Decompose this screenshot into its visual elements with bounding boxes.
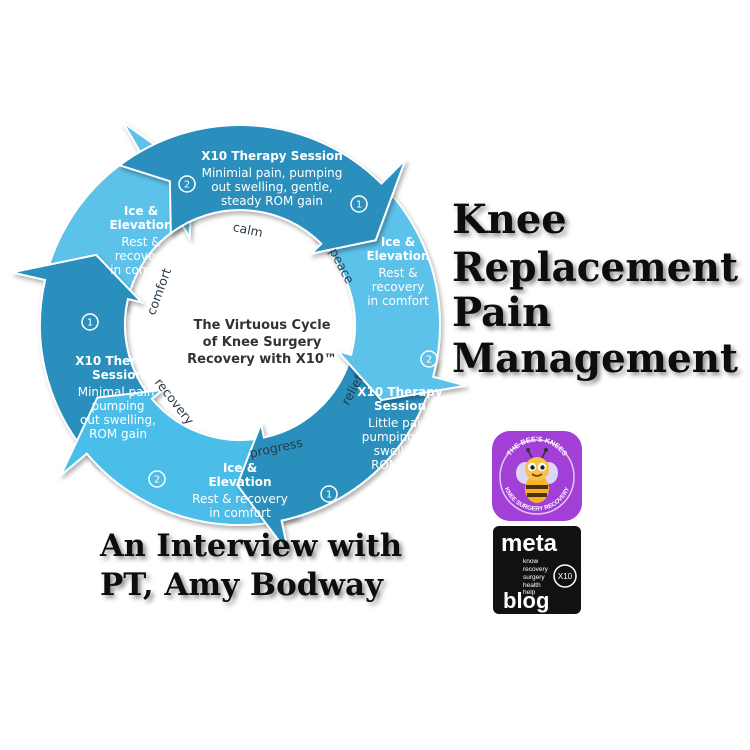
cycle-arrow-segment [117, 124, 407, 256]
step-badge-number: 1 [356, 200, 362, 211]
headline-line-4: Management [452, 335, 739, 382]
segment-body-line: recovery [115, 249, 168, 263]
meta-small-word-1: know [523, 558, 538, 565]
step-badge-icon [420, 350, 438, 368]
meta-small-word-5: help [523, 589, 536, 596]
cycle-arrow-segment [59, 388, 301, 527]
segment-title-line: Session [374, 399, 426, 413]
step-badge-icon [350, 195, 368, 213]
segment-title-line: X10 Therapy [75, 354, 161, 368]
segment-body-line: Rest & recovery [192, 492, 288, 506]
cycle-center-title: The Virtuous Cycle of Knee Surgery Recov… [187, 318, 337, 367]
segment-body-line: recovery [372, 280, 425, 294]
segment-body-line: Minimial pain, pumping [202, 166, 343, 180]
segment-body-line: ROM gain [371, 458, 429, 472]
interview-line-2: PT, Amy Bodway [100, 567, 384, 603]
center-title-line-3: Recovery with X10™ [187, 352, 337, 367]
step-badge-number: 2 [426, 355, 432, 366]
segment-body-line: in comfort [367, 294, 429, 308]
cycle-arrow-segment [11, 253, 161, 469]
meta-small-word-3: surgery [523, 574, 545, 581]
interview-caption: An Interview with PT, Amy Bodway [99, 528, 402, 603]
headline-line-2: Replacement [452, 244, 738, 291]
meta-word: meta [501, 530, 558, 557]
headline: Knee Replacement Pain Management [452, 196, 739, 382]
segment-title-line: X10 Therapy Session [201, 149, 343, 163]
bees-knees-app-icon[interactable]: THE BEE'S KNEES KNEE SURGERY RECOVERY [492, 431, 582, 521]
headline-line-3: Pain [452, 289, 551, 336]
segment-body-line: out swelling, gentle, [211, 180, 333, 194]
segment-body-line: steady ROM gain [221, 194, 323, 208]
meta-blog-logo[interactable]: meta know recovery surgery health help X… [493, 526, 581, 614]
ring-word-calm: calm [232, 219, 265, 240]
center-title-line-2: of Knee Surgery [203, 335, 322, 350]
segment-body-line: ROM gain [89, 427, 147, 441]
segment-body-line: Rest & [378, 266, 417, 280]
segment-title-line: Ice & [124, 204, 158, 218]
blog-word: blog [503, 588, 549, 613]
interview-line-1: An Interview with [99, 528, 402, 564]
step-badge-number: 1 [326, 490, 332, 501]
segment-body-line: Rest & [121, 235, 160, 249]
meta-small-word-2: recovery [523, 566, 549, 573]
segment-title-line: Elevation [109, 218, 172, 232]
segment-body-line: swelling, [374, 444, 427, 458]
segment-title-line: Elevation [208, 475, 271, 489]
step-badge-number: 1 [87, 318, 93, 329]
center-title-line-1: The Virtuous Cycle [193, 318, 330, 333]
segment-body-line: Minimal pain, [78, 385, 159, 399]
segment-title-line: Ice & [223, 461, 257, 475]
segment-body-line: in comfort [110, 263, 172, 277]
step-badge-number: 2 [184, 180, 190, 191]
bee-mascot-icon [516, 448, 558, 503]
step-badge-icon [178, 175, 196, 193]
step-badge-icon [148, 470, 166, 488]
segment-body-line: pumping [91, 399, 144, 413]
segment-title-line: X10 Therapy [357, 385, 443, 399]
segment-title-line: Ice & [381, 235, 415, 249]
step-badge-icon [81, 313, 99, 331]
segment-body-line: pumping out [362, 430, 439, 444]
segment-body-line: out swelling, [80, 413, 156, 427]
segment-title-line: Elevation [366, 249, 429, 263]
segment-title-line: Session [92, 368, 144, 382]
step-badge-icon [320, 485, 338, 503]
x10-badge-text: X10 [558, 572, 573, 581]
x10-badge-icon [553, 564, 577, 588]
meta-small-word-4: health [523, 582, 541, 589]
segment-body-line: Little pain, [368, 416, 432, 430]
segment-body-line: in comfort [209, 506, 271, 520]
headline-line-1: Knee [452, 196, 567, 243]
step-badge-number: 2 [154, 475, 160, 486]
